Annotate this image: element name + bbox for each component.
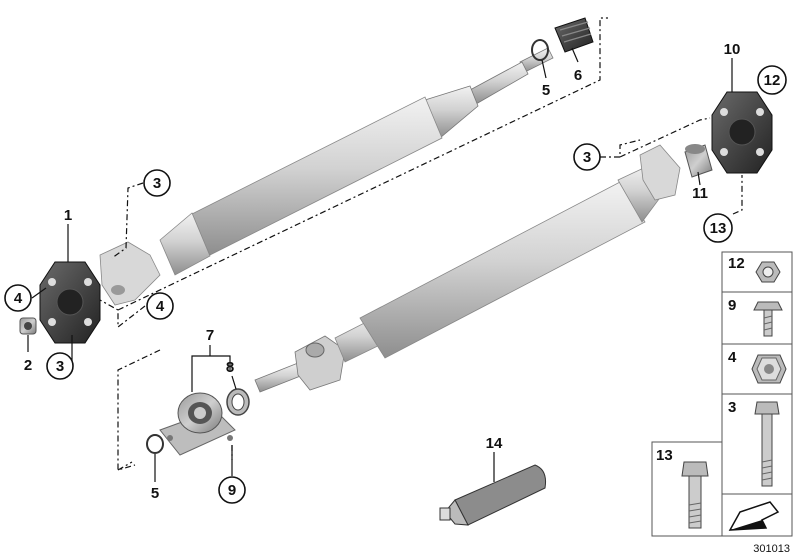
centering-sleeve-11 — [684, 144, 713, 178]
self-locking-nut-icon — [755, 261, 781, 283]
callout-label-2: 2 — [24, 357, 32, 374]
legend-item-13: 13 — [651, 441, 723, 537]
callout-label-3-upper: 3 — [153, 175, 161, 192]
legend-item-9: 9 — [721, 291, 793, 345]
callout-label-7: 7 — [206, 327, 214, 344]
callout-label-14: 14 — [486, 435, 503, 452]
legend-label-12: 12 — [728, 255, 745, 272]
callout-label-3-lower-left: 3 — [56, 358, 64, 375]
callout-label-13: 13 — [710, 220, 727, 237]
callout-3-right: 3 — [573, 143, 601, 171]
callout-5-lower: 5 — [151, 485, 159, 502]
legend-label-9: 9 — [728, 297, 736, 314]
callout-label-5-upper: 5 — [542, 82, 550, 99]
callout-label-11: 11 — [692, 185, 708, 202]
flex-disc-right — [711, 91, 773, 174]
callout-14: 14 — [486, 435, 503, 452]
callout-4-right: 4 — [146, 292, 174, 320]
callout-11: 11 — [692, 185, 708, 202]
centering-sleeve-2 — [19, 317, 37, 335]
hex-nut-icon — [751, 354, 787, 384]
callout-label-4-right: 4 — [156, 298, 165, 315]
hardware-legend: 12 9 4 — [651, 251, 793, 537]
callout-10: 10 — [724, 41, 741, 58]
legend-label-4: 4 — [728, 349, 737, 366]
legend-item-4: 4 — [721, 343, 793, 395]
legend-label-3: 3 — [728, 399, 736, 416]
callout-label-12: 12 — [764, 72, 781, 89]
callout-12: 12 — [757, 65, 787, 95]
sealing-ring-lower — [146, 434, 164, 454]
callout-label-3-right: 3 — [583, 149, 591, 166]
leader-lines — [27, 17, 771, 482]
upper-propeller-shaft — [99, 47, 554, 306]
callout-label-1: 1 — [64, 207, 72, 224]
legend-label-13: 13 — [656, 447, 673, 464]
rubber-boot-6 — [554, 17, 594, 53]
callout-13: 13 — [703, 213, 733, 243]
callout-7: 7 — [206, 327, 214, 344]
centre-bearing-7 — [159, 392, 236, 456]
view-direction-box — [721, 493, 793, 537]
hex-bolt-short-icon — [681, 461, 709, 529]
callout-label-4-left: 4 — [14, 290, 23, 307]
callout-label-6: 6 — [574, 67, 582, 84]
sealing-ring-upper — [531, 39, 549, 61]
callouts: 1 2 3 3 3 4 4 5 5 6 — [4, 41, 787, 504]
flange-bolt-icon — [753, 301, 783, 337]
ball-bearing-8 — [226, 388, 250, 416]
callout-1: 1 — [64, 207, 72, 224]
legend-item-12: 12 — [721, 251, 793, 293]
legend-item-3: 3 — [721, 393, 793, 495]
direction-arrow-icon — [728, 501, 780, 531]
callout-3-upper: 3 — [143, 169, 171, 197]
callout-label-5-lower: 5 — [151, 485, 159, 502]
callout-5-upper: 5 — [542, 82, 550, 99]
callout-6: 6 — [574, 67, 582, 84]
grease-tube-14 — [439, 464, 546, 526]
callout-2: 2 — [24, 357, 32, 374]
callout-9: 9 — [218, 476, 246, 504]
callout-label-9: 9 — [228, 482, 236, 499]
callout-3-lower-left: 3 — [46, 352, 74, 380]
callout-8: 8 — [226, 359, 234, 376]
diagram-number: 301013 — [753, 543, 790, 555]
hex-bolt-long-icon — [754, 401, 780, 487]
lower-propeller-shaft — [254, 144, 681, 393]
flex-disc-left — [39, 261, 101, 344]
callout-4-left: 4 — [4, 284, 32, 312]
callout-label-10: 10 — [724, 41, 741, 58]
callout-label-8: 8 — [226, 359, 234, 376]
